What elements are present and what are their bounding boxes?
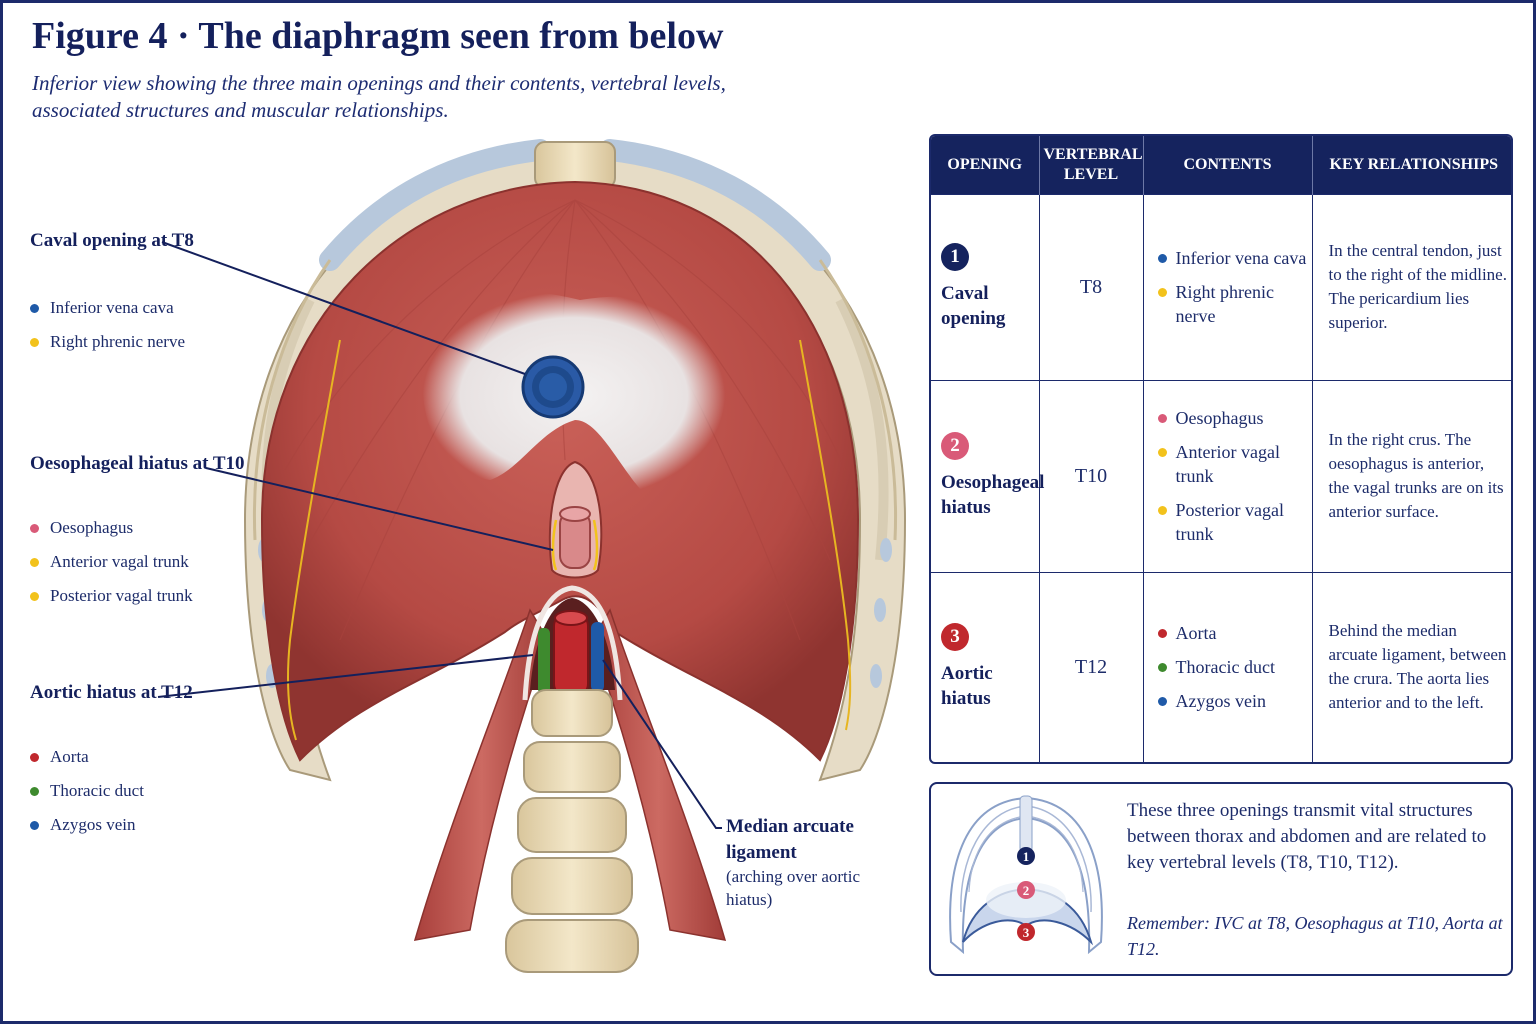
mini-marker-2: 2 [1023,883,1030,898]
red-dot-icon [30,752,39,762]
left-phrenic-nerve [286,339,341,741]
list-item: Aorta [1157,621,1312,645]
list-item: Thoracic duct [1157,655,1312,679]
list-item: Azygos vein [30,808,144,842]
opening-cell: 3 Aortic hiatus [931,571,1040,762]
summary-box: 1 2 3 These three openings transmit vita… [929,782,1513,976]
list-item: Thoracic duct [30,774,144,808]
openings-table: Opening Vertebral level Contents Key rel… [929,134,1513,764]
header-contents: Contents [1143,136,1313,194]
yellow-dot-icon [1157,288,1167,297]
rib-cage [243,139,907,782]
opening-cell: 1 Caval opening [931,193,1040,380]
oesophageal-contents-list: Oesophagus Anterior vagal trunk Posterio… [30,511,193,613]
yellow-dot-icon [30,591,39,601]
summary-remember: Remember: IVC at T8, Oesophagus at T10, … [1127,913,1503,959]
opening-name: Caval opening [941,283,1006,329]
list-item: Inferior vena cava [1157,246,1312,270]
median-arcuate-note: (arching over aortic hiatus) [726,867,861,909]
median-arcuate-ligament [522,585,623,701]
opening-name: Aortic hiatus [941,663,993,710]
table-row: 1 Caval opening T8 Inferior vena cava Ri… [931,193,1511,380]
mini-marker-3: 3 [1023,925,1030,940]
list-item: Posterior vagal trunk [1157,498,1312,546]
red-dot-icon [1157,629,1167,639]
oesophageal-hiatus-label: Oesophageal hiatus at T10 [30,453,245,474]
aortic-hiatus-label: Aortic hiatus at T12 [30,682,193,703]
list-item: Anterior vagal trunk [30,545,193,579]
oesophageal-hiatus [548,460,603,579]
figure-subtitle: Inferior view showing the three main ope… [32,71,726,122]
list-item: Azygos vein [1157,689,1312,713]
pink-dot-icon [1157,414,1167,423]
blue-dot-icon [1157,697,1167,707]
number-badge-1: 1 [941,243,969,271]
yellow-dot-icon [30,337,39,347]
contents-cell: Aorta Thoracic duct Azygos vein [1143,571,1313,762]
opening-name: Oesophageal hiatus [941,472,1045,518]
leader-lines [157,241,722,829]
header-vertebral-level: Vertebral level [1039,136,1144,194]
list-item: Posterior vagal trunk [30,579,193,613]
list-item: Aorta [30,740,144,774]
table-header-row: Opening Vertebral level Contents Key rel… [931,136,1511,194]
blue-dot-icon [1157,254,1167,263]
list-item: Anterior vagal trunk [1157,440,1312,488]
aortic-contents-list: Aorta Thoracic duct Azygos vein [30,740,144,842]
relationships-cell: In the central tendon, just to the right… [1312,193,1511,380]
opening-cell: 2 Oesophageal hiatus [931,379,1045,572]
relationships-cell: In the right crus. The oesophagus is ant… [1312,379,1511,572]
yellow-dot-icon [1157,448,1167,457]
pink-dot-icon [30,523,39,533]
level-cell: T8 [1039,193,1144,380]
contents-cell: Oesophagus Anterior vagal trunk Posterio… [1143,379,1313,572]
header-key-relationships: Key relationships [1312,136,1511,194]
number-badge-2: 2 [941,432,969,460]
relationships-cell: Behind the median arcuate ligament, betw… [1312,571,1511,762]
table-row: 3 Aortic hiatus T12 Aorta Thoracic duct … [931,571,1511,762]
mini-marker-1: 1 [1023,849,1030,864]
left-crus [413,608,549,941]
list-item: Inferior vena cava [30,291,185,325]
green-dot-icon [1157,663,1167,673]
diaphragm-illustration [157,139,907,973]
summary-text: These three openings transmit vital stru… [1127,800,1487,873]
blue-dot-icon [30,303,39,313]
yellow-dot-icon [1157,506,1167,515]
caval-contents-list: Inferior vena cava Right phrenic nerve [30,291,185,359]
table-row: 2 Oesophageal hiatus T10 Oesophagus Ante… [931,379,1511,572]
yellow-dot-icon [30,557,39,567]
green-dot-icon [30,786,39,796]
vertebral-column [505,689,639,973]
median-arcuate-label: Median arcuate ligament [726,816,854,863]
list-item: Right phrenic nerve [1157,280,1312,328]
level-cell: T12 [1039,571,1144,762]
diaphragm-muscle [260,180,860,762]
list-item: Right phrenic nerve [30,325,185,359]
caval-opening-label: Caval opening at T8 [30,230,194,251]
level-cell: T10 [1039,379,1144,572]
header-opening: Opening [931,136,1040,194]
caval-opening [521,355,585,419]
contents-cell: Inferior vena cava Right phrenic nerve [1143,193,1313,380]
list-item: Oesophagus [30,511,193,545]
figure-title: Figure 4 · The diaphragm seen from below [32,15,724,57]
right-phrenic-nerve [799,339,852,731]
aortic-hiatus [530,598,615,697]
list-item: Oesophagus [1157,406,1312,430]
number-badge-3: 3 [941,623,969,652]
blue-dot-icon [30,820,39,830]
mini-diaphragm-diagram: 1 2 3 [949,795,1103,955]
